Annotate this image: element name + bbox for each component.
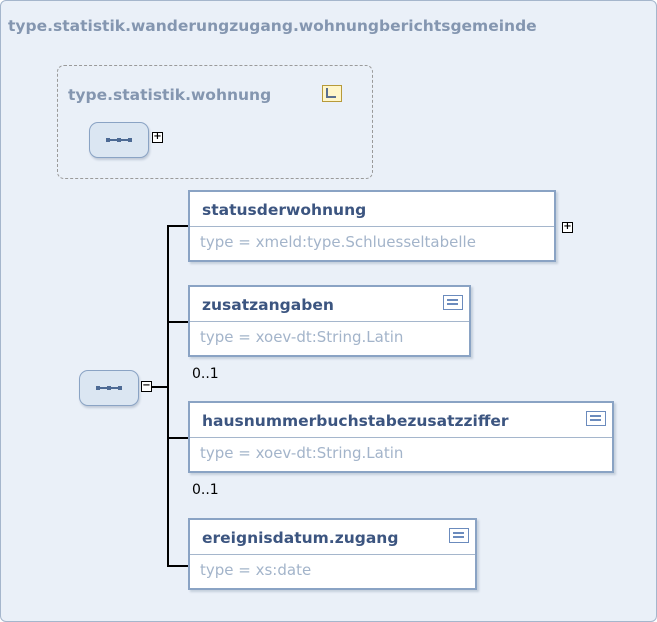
cardinality-label: 0..1 — [192, 366, 219, 382]
expand-plus-icon[interactable]: + — [152, 131, 163, 143]
element-box[interactable]: ereignisdatum.zugang type = xs:date — [188, 518, 477, 590]
divider — [190, 321, 469, 322]
documentation-icon — [449, 528, 469, 543]
element-name: statusderwohnung — [202, 201, 367, 219]
documentation-icon — [443, 295, 463, 310]
complex-type-icon — [322, 85, 342, 102]
element-name: hausnummerbuchstabezusatzziffer — [202, 412, 509, 430]
element-type: type = xoev-dt:String.Latin — [200, 444, 404, 462]
group-sequence-compositor[interactable] — [89, 122, 149, 158]
collapse-minus-icon[interactable]: − — [141, 380, 152, 392]
divider — [190, 437, 612, 438]
connector-line — [167, 565, 189, 567]
sequence-icon — [106, 138, 132, 142]
group-reference-box[interactable]: type.statistik.wohnung + — [57, 65, 373, 179]
connector-line — [152, 386, 167, 388]
element-type: type = xs:date — [200, 561, 312, 579]
complex-type-title: type.statistik.wanderungzugang.wohnungbe… — [8, 17, 537, 35]
cardinality-label: 0..1 — [192, 482, 219, 498]
element-box[interactable]: hausnummerbuchstabezusatzziffer type = x… — [188, 401, 614, 473]
connector-trunk — [167, 225, 169, 566]
element-type: type = xoev-dt:String.Latin — [200, 328, 404, 346]
sequence-icon — [96, 386, 122, 390]
expand-plus-icon[interactable]: + — [562, 221, 573, 233]
element-box[interactable]: zusatzangaben type = xoev-dt:String.Lati… — [188, 285, 471, 357]
divider — [190, 226, 554, 227]
element-name: zusatzangaben — [202, 296, 334, 314]
element-type: type = xmeld:type.Schluesseltabelle — [200, 233, 476, 251]
documentation-icon — [586, 411, 606, 426]
connector-line — [167, 321, 189, 323]
element-name: ereignisdatum.zugang — [202, 529, 399, 547]
connector-line — [167, 437, 189, 439]
connector-line — [167, 225, 189, 227]
divider — [190, 554, 475, 555]
element-box[interactable]: statusderwohnung type = xmeld:type.Schlu… — [188, 190, 556, 262]
group-title: type.statistik.wohnung — [68, 86, 272, 104]
sequence-compositor[interactable] — [79, 370, 139, 406]
